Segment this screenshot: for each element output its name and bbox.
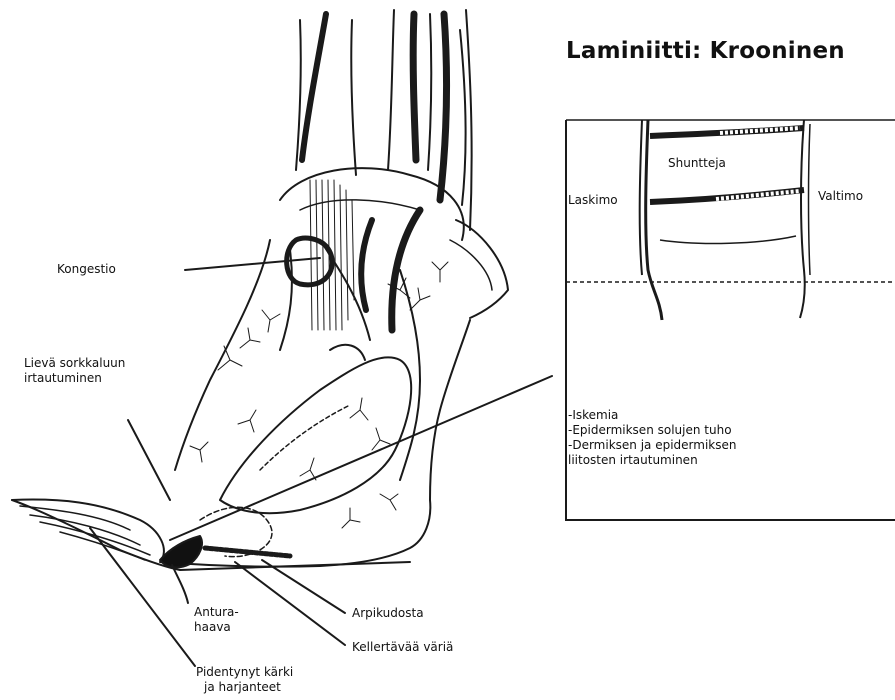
note-2: -Epidermiksen solujen tuho xyxy=(568,423,736,438)
label-kongestio: Kongestio xyxy=(57,262,116,277)
label-yellow: Kellertävää väriä xyxy=(352,640,453,655)
label-sole-ulcer: Antura- haava xyxy=(194,605,239,635)
label-rotation: Lievä sorkkaluun irtautuminen xyxy=(24,356,125,386)
label-toe: Pidentynyt kärki ja harjanteet xyxy=(196,665,293,695)
label-toe-line2: ja harjanteet xyxy=(196,680,293,695)
label-shunts: Shuntteja xyxy=(668,156,726,171)
note-3: -Dermiksen ja epidermiksen xyxy=(568,438,736,453)
label-sole-ulcer-line1: Antura- xyxy=(194,605,239,620)
hoof-illustration xyxy=(12,10,552,666)
diagram-title: Laminiitti: Krooninen xyxy=(566,38,845,64)
label-vein: Laskimo xyxy=(568,193,618,208)
label-sole-ulcer-line2: haava xyxy=(194,620,239,635)
label-rotation-line1: Lievä sorkkaluun xyxy=(24,356,125,371)
note-4: liitosten irtautuminen xyxy=(568,453,736,468)
label-scar: Arpikudosta xyxy=(352,606,424,621)
label-artery: Valtimo xyxy=(818,189,863,204)
label-toe-line1: Pidentynyt kärki xyxy=(196,665,293,680)
label-rotation-line2: irtautuminen xyxy=(24,371,125,386)
inset-notes: -Iskemia -Epidermiksen solujen tuho -Der… xyxy=(568,408,736,468)
note-1: -Iskemia xyxy=(568,408,736,423)
